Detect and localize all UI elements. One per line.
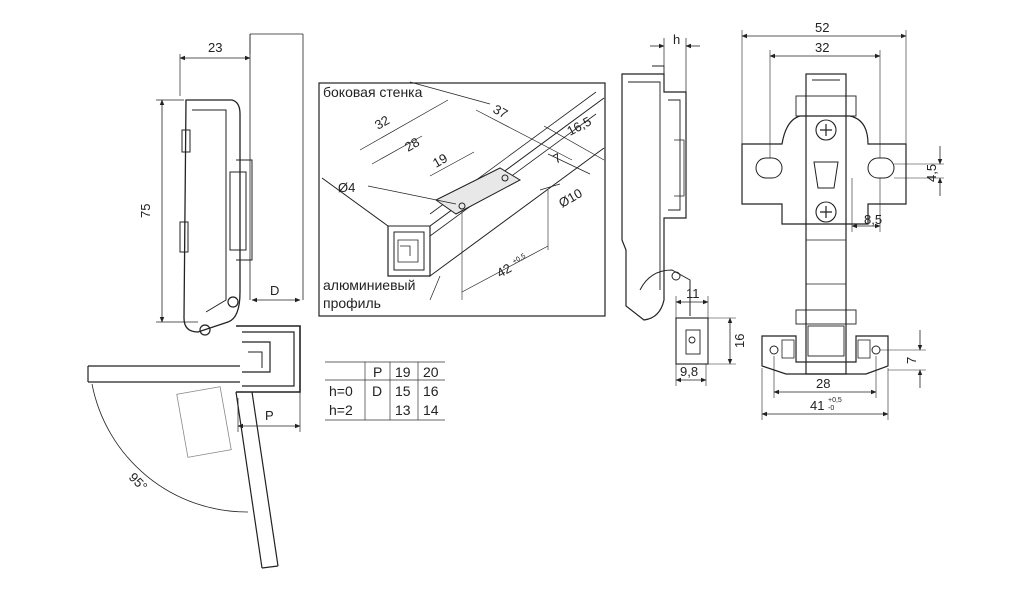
table-cell: 14: [423, 402, 439, 418]
front-dim-8-5: 8,5: [864, 212, 882, 227]
table-cell: 15: [395, 383, 411, 399]
table-cell: 13: [395, 402, 411, 418]
label-profile-line2: профиль: [323, 295, 381, 311]
side-hinge-view: [621, 38, 736, 386]
dimension-table-grid: [325, 361, 445, 421]
front-dim-41: 41: [810, 398, 824, 413]
detail-dim-19: 19: [430, 150, 450, 170]
dim-p: P: [265, 408, 274, 423]
side-dim-9-8: 9,8: [680, 364, 698, 379]
detail-view: [318, 81, 606, 317]
side-dim-h: h: [673, 32, 680, 47]
detail-dim-16-5: 16,5: [564, 114, 593, 139]
detail-dim-28: 28: [402, 134, 422, 154]
front-dim-52: 52: [815, 20, 829, 35]
detail-dim-32: 32: [372, 112, 392, 132]
detail-dim-d4: Ø4: [338, 180, 355, 195]
front-dim-41-tol-bottom: -0: [828, 405, 834, 412]
dim-d: D: [270, 283, 279, 298]
detail-dim-42-tol: +0,5: [512, 253, 528, 266]
front-dim-28: 28: [816, 376, 830, 391]
detail-dim-42: 42: [494, 260, 514, 280]
dim-width: 23: [208, 40, 222, 55]
label-side-wall: боковая стенка: [323, 84, 423, 100]
table-cell-h2: h=2: [329, 402, 353, 418]
detail-dim-d10: Ø10: [556, 185, 585, 210]
front-dim-32: 32: [815, 40, 829, 55]
detail-dim-37: 37: [491, 101, 511, 121]
table-cell: 19: [395, 364, 411, 380]
table-cell-p: P: [373, 364, 382, 380]
table-cell-d: D: [372, 383, 382, 399]
label-profile-line1: алюминиевый: [323, 277, 415, 293]
front-hinge-view: [741, 30, 944, 420]
dim-height: 75: [138, 204, 153, 218]
side-dim-16: 16: [732, 334, 747, 348]
table-cell-h0: h=0: [329, 383, 353, 399]
front-dim-7: 7: [904, 357, 919, 364]
detail-dim-7: 7: [550, 150, 563, 167]
table-cell: 20: [423, 364, 439, 380]
front-dim-4-5: 4,5: [924, 164, 939, 182]
left-hinge-view: [87, 33, 304, 569]
side-dim-11: 11: [686, 286, 700, 301]
front-dim-41-tol-top: +0,5: [828, 397, 842, 404]
table-cell: 16: [423, 383, 439, 399]
dim-angle: 95°: [126, 470, 151, 495]
